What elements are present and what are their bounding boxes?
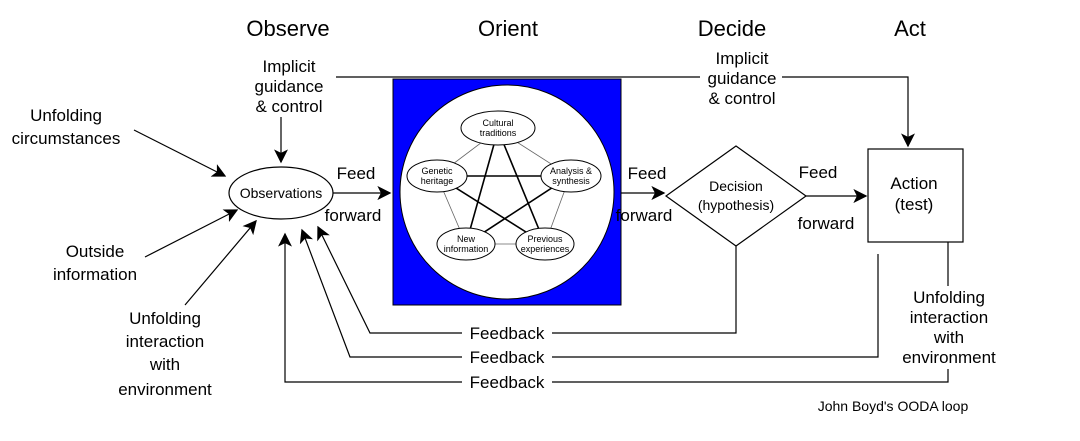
feed-forward-3-feed: Feed	[799, 163, 838, 182]
feed-forward-1-forward: forward	[325, 206, 382, 225]
node-cultural-traditions: Cultural traditions	[460, 110, 536, 146]
caption: John Boyd's OODA loop	[818, 398, 969, 414]
svg-text:environment: environment	[902, 348, 996, 367]
svg-text:guidance: guidance	[707, 69, 776, 88]
outside-information-arrow	[144, 209, 239, 258]
heading-act: Act	[894, 16, 926, 41]
feedback-line-1-right	[552, 246, 737, 334]
svg-text:& control: & control	[708, 89, 775, 108]
feedback-line-3-right	[552, 369, 949, 383]
orient-star	[434, 129, 573, 247]
implicit-guidance-observe-label: Implicit guidance & control	[254, 57, 323, 116]
action-label: Action	[890, 174, 937, 193]
svg-text:Implicit: Implicit	[263, 57, 316, 76]
svg-text:experiences: experiences	[521, 244, 570, 254]
feed-forward-1-feed: Feed	[337, 164, 376, 183]
svg-text:Genetic: Genetic	[421, 166, 453, 176]
decision-label: Decision	[709, 178, 763, 194]
svg-text:heritage: heritage	[421, 176, 454, 186]
heading-observe: Observe	[246, 16, 329, 41]
svg-text:New: New	[457, 234, 476, 244]
unfolding-interaction-observe-arrow	[184, 219, 257, 306]
svg-text:environment: environment	[118, 380, 212, 399]
heading-decide: Decide	[698, 16, 766, 41]
feed-forward-2-feed: Feed	[628, 164, 667, 183]
unfolding-interaction-observe-label: Unfolding interaction with environment	[118, 309, 212, 399]
unfolding-circumstances-arrow	[133, 129, 227, 177]
action-sublabel: (test)	[895, 195, 934, 214]
svg-text:Previous: Previous	[527, 234, 563, 244]
svg-text:Unfolding: Unfolding	[913, 288, 985, 307]
svg-text:interaction: interaction	[910, 308, 988, 327]
unfolding-interaction-act-label: Unfolding interaction with environment	[902, 288, 996, 367]
heading-orient: Orient	[478, 16, 538, 41]
svg-text:circumstances: circumstances	[12, 129, 121, 148]
feed-forward-2-forward: forward	[616, 206, 673, 225]
observations-label: Observations	[240, 185, 322, 201]
outside-information-label: Outside information	[53, 242, 137, 284]
svg-text:Unfolding: Unfolding	[129, 309, 201, 328]
feed-forward-3-forward: forward	[798, 214, 855, 233]
feedback-line-2-right	[552, 254, 879, 358]
decision-sublabel: (hypothesis)	[698, 197, 774, 213]
feedback-label-1: Feedback	[470, 324, 545, 343]
node-analysis-synthesis: Analysis & synthesis	[540, 159, 602, 193]
svg-text:Cultural: Cultural	[482, 118, 513, 128]
node-genetic-heritage: Genetic heritage	[406, 159, 468, 193]
feedback-line-1-left	[317, 225, 462, 334]
guidance-line-right	[782, 76, 915, 148]
svg-text:guidance: guidance	[254, 77, 323, 96]
decision-node	[664, 145, 808, 247]
svg-text:information: information	[53, 265, 137, 284]
implicit-guidance-decide-label: Implicit guidance & control	[707, 49, 776, 108]
node-new-information: New information	[436, 227, 496, 261]
unfolding-circumstances-label: Unfolding circumstances	[12, 106, 121, 148]
svg-text:synthesis: synthesis	[552, 176, 590, 186]
feedback-label-2: Feedback	[470, 348, 545, 367]
svg-text:with: with	[933, 328, 964, 347]
action-node	[867, 148, 964, 243]
svg-text:Analysis &: Analysis &	[550, 166, 592, 176]
feedback-label-3: Feedback	[470, 373, 545, 392]
node-previous-experiences: Previous experiences	[515, 227, 575, 261]
feedback-line-3-left	[278, 232, 462, 383]
feedback-line-2-left	[299, 228, 462, 358]
svg-text:with: with	[149, 355, 180, 374]
svg-text:Unfolding: Unfolding	[30, 106, 102, 125]
svg-text:Outside: Outside	[66, 242, 125, 261]
svg-text:interaction: interaction	[126, 332, 204, 351]
svg-text:Implicit: Implicit	[716, 49, 769, 68]
svg-text:traditions: traditions	[480, 128, 517, 138]
svg-text:information: information	[444, 244, 489, 254]
svg-text:& control: & control	[255, 97, 322, 116]
